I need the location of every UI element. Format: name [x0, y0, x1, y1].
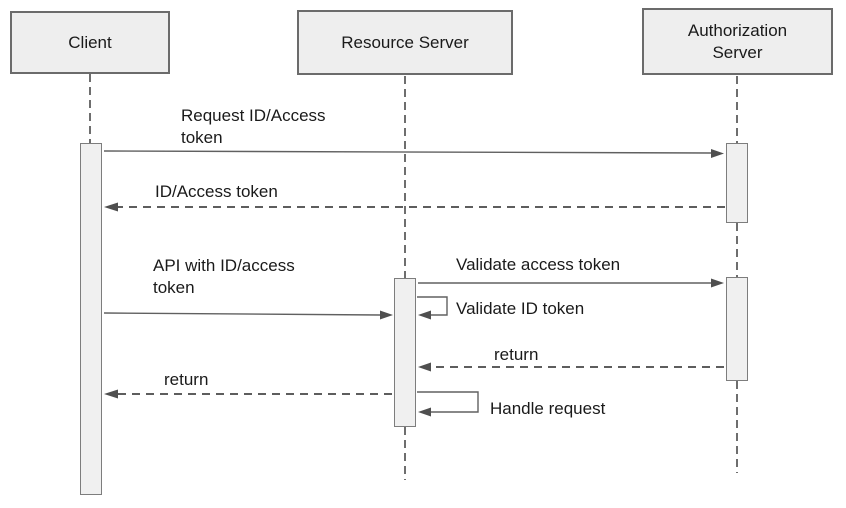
arrowhead-validate-id-token-self: [418, 310, 431, 320]
arrow-handle-request-self: [417, 391, 479, 413]
message-label-return-resource-to-client: return: [164, 370, 209, 389]
message-label-handle-request: Handle request: [490, 399, 606, 418]
arrow-request-id-access-token: [103, 150, 712, 154]
message-label-request-id-access-token: Request ID/Access token: [181, 106, 326, 147]
arrowhead-validate-access-token: [711, 278, 724, 288]
arrowhead-return-auth-to-resource: [418, 362, 431, 372]
activation-bar-authorization-server-1: [726, 143, 748, 223]
actor-box-resource-server: Resource Server: [297, 10, 513, 75]
message-label-id-access-token: ID/Access token: [155, 182, 278, 201]
arrow-api-with-id-access-token: [103, 312, 381, 316]
arrowhead-id-access-token-return: [104, 202, 118, 212]
arrowhead-return-resource-to-client: [104, 389, 118, 399]
arrowhead-request-id-access-token: [711, 149, 724, 158]
arrowhead-api-with-id-access-token: [380, 310, 393, 320]
activation-bar-resource-server: [394, 278, 416, 427]
actor-box-client: Client: [10, 11, 170, 74]
arrowhead-handle-request-self: [418, 407, 431, 417]
actor-box-authorization-server: Authorization Server: [642, 8, 833, 75]
activation-bar-client: [80, 143, 102, 495]
actor-label-resource-server: Resource Server: [341, 32, 469, 52]
actor-label-authorization-server: Authorization Server: [687, 20, 788, 62]
message-label-api-with-id-access-token: API with ID/access token: [153, 256, 295, 297]
message-label-validate-id-token: Validate ID token: [456, 299, 585, 318]
arrow-validate-id-token-self: [417, 296, 448, 316]
message-label-return-auth-to-resource: return: [494, 345, 539, 364]
activation-bar-authorization-server-2: [726, 277, 748, 381]
message-label-validate-access-token: Validate access token: [456, 255, 621, 274]
actor-label-client: Client: [68, 32, 112, 52]
